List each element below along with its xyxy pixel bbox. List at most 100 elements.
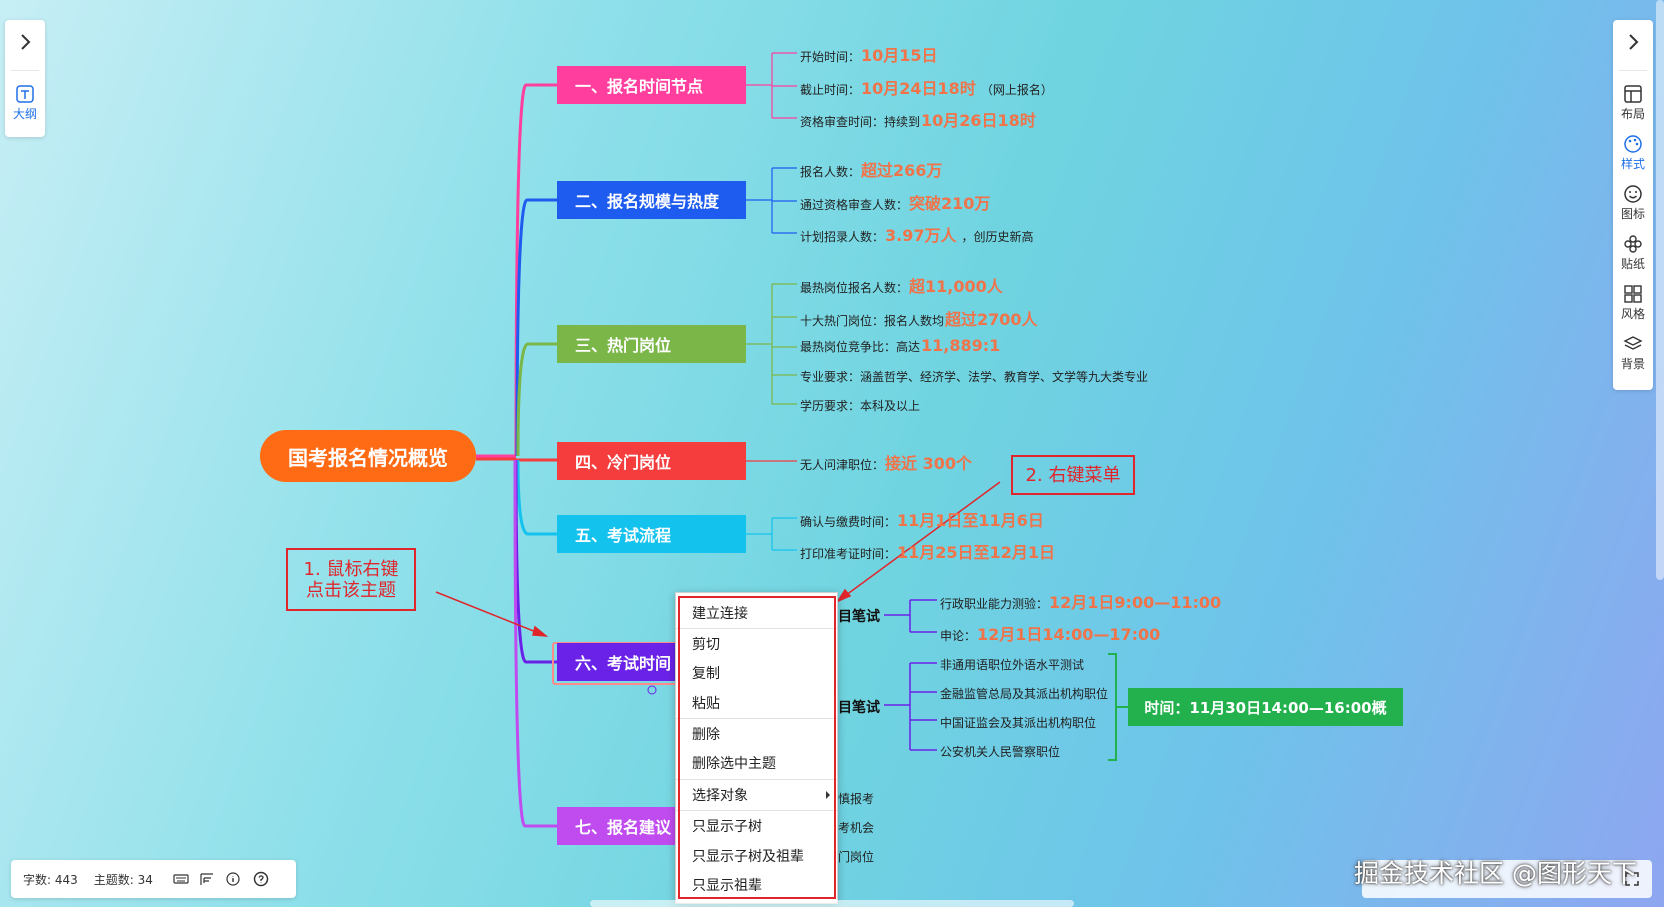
leaf-value: 11月1日至11月6日	[897, 511, 1044, 530]
leaf-topic[interactable]: 学历要求：本科及以上	[800, 397, 920, 414]
expand-right-button[interactable]	[1613, 32, 1653, 52]
leaf-topic[interactable]: 最热岗位报名人数：超11,000人	[800, 273, 1004, 297]
leaf-topic[interactable]: 申论：12月1日14:00—17:00	[940, 621, 1161, 645]
leaf-value: 11月25日至12月1日	[897, 543, 1055, 562]
leaf-value: 10月26日18时	[921, 111, 1036, 130]
outline-label: 大纲	[12, 107, 37, 121]
outline-icon	[16, 85, 34, 103]
leaf-topic[interactable]: 专业要求：涵盖哲学、经济学、法学、教育学、文学等九大类专业	[800, 368, 1148, 385]
annotation-text: 2. 右键菜单	[1025, 464, 1121, 486]
style-button[interactable]: 样式	[1613, 134, 1653, 172]
icon-label: 图标	[1620, 207, 1645, 221]
caret-right-icon	[826, 791, 830, 799]
leaf-topic[interactable]: 慎报考	[838, 790, 874, 807]
leaf-label: 计划招录人数：	[800, 230, 885, 244]
leaf-value: 超11,000人	[909, 277, 1003, 296]
keyboard-icon[interactable]	[173, 871, 189, 887]
annotation-context-menu: 2. 右键菜单	[1011, 455, 1135, 495]
vertical-scrollbar[interactable]	[1656, 0, 1664, 580]
annotation-text: 1. 鼠标右键 点击该主题	[303, 558, 399, 601]
subtopic[interactable]: 目笔试	[838, 700, 880, 716]
left-panel: 大纲	[5, 20, 45, 137]
leaf-topic[interactable]: 报名人数：超过266万	[800, 157, 943, 181]
leaf-topic[interactable]: 行政职业能力测验：12月1日9:00—11:00	[940, 589, 1222, 613]
menu-item-show-subtree-ancestors[interactable]: 只显示子树及祖辈	[692, 849, 804, 865]
leaf-label: 金融监管总局及其派出机构职位	[940, 687, 1109, 701]
leaf-label: 最热岗位报名人数：	[800, 281, 909, 295]
branch-topic-4[interactable]: 四、冷门岗位	[557, 442, 746, 480]
root-topic[interactable]: 国考报名情况概览	[260, 430, 476, 482]
leaf-label: 慎报考	[838, 792, 875, 806]
menu-item-connect[interactable]: 建立连接	[692, 606, 748, 622]
leaf-topic[interactable]: 十大热门岗位：报名人数均超过2700人	[800, 306, 1039, 330]
branch-topic-6[interactable]: 六、考试时间	[557, 643, 677, 681]
leaf-topic[interactable]: 公安机关人民警察职位	[940, 743, 1060, 760]
background-button[interactable]: 背景	[1613, 334, 1653, 372]
menu-item-delete-selected[interactable]: 删除选中主题	[692, 756, 776, 772]
flower-icon	[1624, 235, 1642, 253]
branch-topic-3[interactable]: 三、热门岗位	[557, 325, 746, 363]
leaf-topic[interactable]: 截止时间：10月24日18时（网上报名）	[800, 75, 1053, 99]
leaf-label: 考机会	[838, 821, 875, 835]
leaf-note: （网上报名）	[980, 83, 1053, 97]
menu-item-show-ancestors[interactable]: 只显示祖辈	[692, 878, 762, 894]
leaf-topic[interactable]: 无人问津职位：接近 300个	[800, 450, 973, 474]
subtopic[interactable]: 目笔试	[838, 609, 880, 625]
leaf-topic[interactable]: 门岗位	[838, 848, 874, 865]
leaf-value: 12月1日14:00—17:00	[977, 625, 1161, 644]
theme-button[interactable]: 风格	[1613, 284, 1653, 322]
summary-topic[interactable]: 时间：11月30日14:00—16:00概	[1128, 688, 1403, 726]
leaf-topic[interactable]: 开始时间：10月15日	[800, 42, 939, 66]
menu-item-copy[interactable]: 复制	[692, 666, 720, 682]
leaf-label: 最热岗位竞争比：高达	[800, 340, 921, 354]
minimap-icon[interactable]	[199, 871, 215, 887]
layout-label: 布局	[1620, 107, 1645, 121]
leaf-topic[interactable]: 打印准考证时间：11月25日至12月1日	[800, 539, 1056, 563]
leaf-label: 十大热门岗位：报名人数均	[800, 314, 945, 328]
leaf-label: 门岗位	[838, 850, 875, 864]
leaf-topic[interactable]: 中国证监会及其派出机构职位	[940, 714, 1096, 731]
leaf-label: 报名人数：	[800, 165, 861, 179]
leaf-value: 11,889:1	[921, 336, 1001, 355]
icon-button[interactable]: 图标	[1613, 184, 1653, 222]
theme-label: 风格	[1620, 307, 1645, 321]
expand-left-button[interactable]	[5, 32, 45, 52]
branch-topic-2[interactable]: 二、报名规模与热度	[557, 181, 746, 219]
help-icon[interactable]	[253, 871, 269, 887]
palette-icon	[1624, 135, 1642, 153]
horizontal-scrollbar[interactable]	[590, 900, 1074, 907]
sticker-button[interactable]: 贴纸	[1613, 234, 1653, 272]
annotation-right-click: 1. 鼠标右键 点击该主题	[286, 548, 416, 611]
layout-button[interactable]: 布局	[1613, 84, 1653, 122]
zoom-toolbar	[1362, 860, 1652, 898]
leaf-topic[interactable]: 计划招录人数：3.97万人，创历史新高	[800, 222, 1034, 246]
leaf-label: 中国证监会及其派出机构职位	[940, 716, 1097, 730]
leaf-label: 开始时间：	[800, 50, 861, 64]
branch-topic-7[interactable]: 七、报名建议	[557, 807, 677, 845]
fullscreen-icon[interactable]	[1624, 871, 1640, 887]
branch-topic-5[interactable]: 五、考试流程	[557, 515, 746, 553]
menu-item-paste[interactable]: 粘贴	[692, 696, 720, 712]
menu-item-delete[interactable]: 删除	[692, 727, 720, 743]
leaf-topic[interactable]: 金融监管总局及其派出机构职位	[940, 685, 1108, 702]
info-icon[interactable]	[225, 871, 241, 887]
menu-item-cut[interactable]: 剪切	[692, 637, 720, 653]
leaf-topic[interactable]: 确认与缴费时间：11月1日至11月6日	[800, 507, 1045, 531]
leaf-value: 接近 300个	[885, 454, 972, 473]
leaf-value: 超过2700人	[945, 310, 1038, 329]
leaf-value: 10月24日18时	[861, 79, 976, 98]
menu-item-show-subtree[interactable]: 只显示子树	[692, 819, 762, 835]
leaf-label: 非通用语职位外语水平测试	[940, 658, 1085, 672]
leaf-topic[interactable]: 通过资格审查人数：突破210万	[800, 190, 991, 214]
outline-button[interactable]: 大纲	[5, 84, 45, 122]
sticker-label: 贴纸	[1620, 257, 1645, 271]
leaf-value: 超过266万	[861, 161, 943, 180]
leaf-topic[interactable]: 考机会	[838, 819, 874, 836]
branch-topic-1[interactable]: 一、报名时间节点	[557, 66, 746, 104]
menu-item-select-object[interactable]: 选择对象	[692, 788, 748, 804]
leaf-topic[interactable]: 非通用语职位外语水平测试	[940, 656, 1084, 673]
leaf-note: ，创历史新高	[961, 230, 1034, 244]
